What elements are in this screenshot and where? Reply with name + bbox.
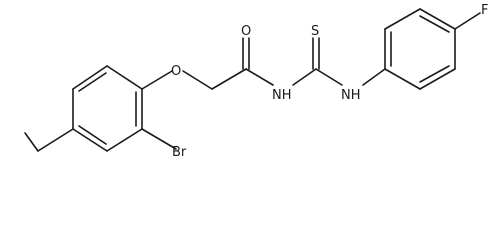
ethyl-bond-2	[24, 132, 39, 152]
ring1-bond-c5-c6	[106, 128, 143, 152]
ether-oxygen-label: O	[171, 64, 181, 79]
ring2-bond-c6-c1	[384, 68, 421, 90]
ring1-bond-c2-c3	[72, 65, 108, 90]
thiocarbonyl-n-bond	[315, 68, 343, 86]
ethyl-bond-1	[37, 128, 74, 152]
aryl-nh-label: NH	[341, 88, 361, 103]
molecule-structure: O O NH S NH Br F	[24, 3, 488, 158]
ring1-bond-c1-c2	[106, 65, 143, 90]
ring1-double-c2-c3	[78, 72, 107, 92]
ring2-bond-c5-c6	[419, 68, 456, 90]
c-f-bond	[454, 12, 481, 30]
thione-sulfur-label: S	[311, 24, 319, 39]
ring2-bond-c2-c3	[384, 8, 421, 30]
ring2-bond-c3-c4	[419, 8, 456, 30]
carbonyl-oxygen-label: O	[241, 24, 251, 39]
bromine-label: Br	[172, 145, 187, 158]
n-thiocarbonyl-bond	[292, 68, 317, 86]
ring1-bond-c4-c5	[72, 128, 108, 152]
fluorophenyl-ring	[384, 8, 456, 90]
n-aryl-bond	[362, 68, 386, 86]
ring2-double-c3-c4	[419, 15, 450, 33]
bromoethylphenyl-ring	[72, 65, 143, 152]
carbonyl-n-bond	[245, 68, 274, 86]
o-ch2-bond	[182, 70, 213, 90]
ring1-double-c4-c5	[78, 125, 107, 145]
ethyl-group	[24, 128, 74, 152]
c-br-bond	[141, 128, 177, 150]
amide-nh-label: NH	[272, 88, 292, 103]
ch2-carbonyl-bond	[211, 68, 247, 90]
fluorine-label: F	[481, 3, 488, 18]
ring2-double-c5-c6	[419, 65, 450, 83]
ring-o-bond	[141, 70, 173, 90]
